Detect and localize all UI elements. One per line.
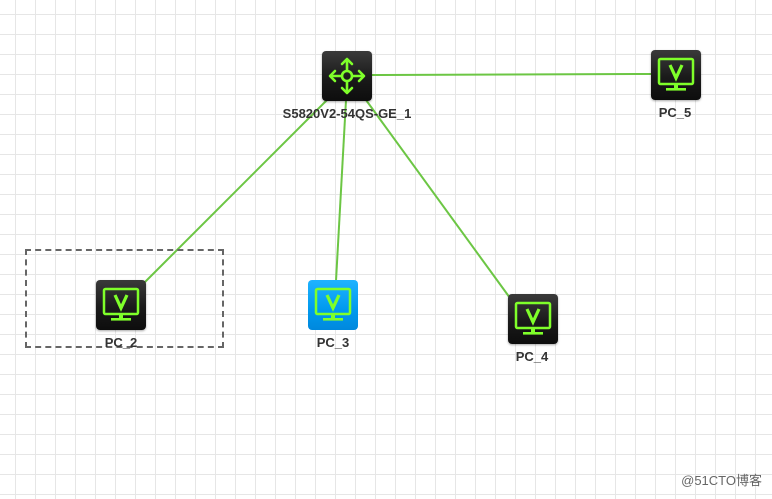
- pc3-label[interactable]: PC_3: [316, 335, 350, 350]
- monitor-icon: [657, 57, 695, 91]
- monitor-icon: [102, 287, 140, 321]
- pc3-node[interactable]: [308, 280, 358, 330]
- link-switch-pc3[interactable]: [335, 99, 347, 282]
- link-switch-pc4[interactable]: [365, 99, 511, 299]
- switch-arrows-icon: [328, 57, 366, 95]
- link-switch-pc2[interactable]: [144, 99, 328, 283]
- link-switch-pc5[interactable]: [370, 73, 652, 76]
- monitor-icon: [514, 301, 552, 335]
- watermark: @51CTO博客: [681, 473, 762, 488]
- switch-label[interactable]: S5820V2-54QS-GE_1: [282, 106, 412, 121]
- selection-box: [25, 249, 224, 348]
- pc4-label[interactable]: PC_4: [515, 349, 549, 364]
- pc2-node[interactable]: [96, 280, 146, 330]
- pc2-label[interactable]: PC_2: [104, 335, 138, 350]
- pc4-node[interactable]: [508, 294, 558, 344]
- monitor-icon: [314, 287, 352, 321]
- switch-node[interactable]: [322, 51, 372, 101]
- pc5-label[interactable]: PC_5: [658, 105, 692, 120]
- pc5-node[interactable]: [651, 50, 701, 100]
